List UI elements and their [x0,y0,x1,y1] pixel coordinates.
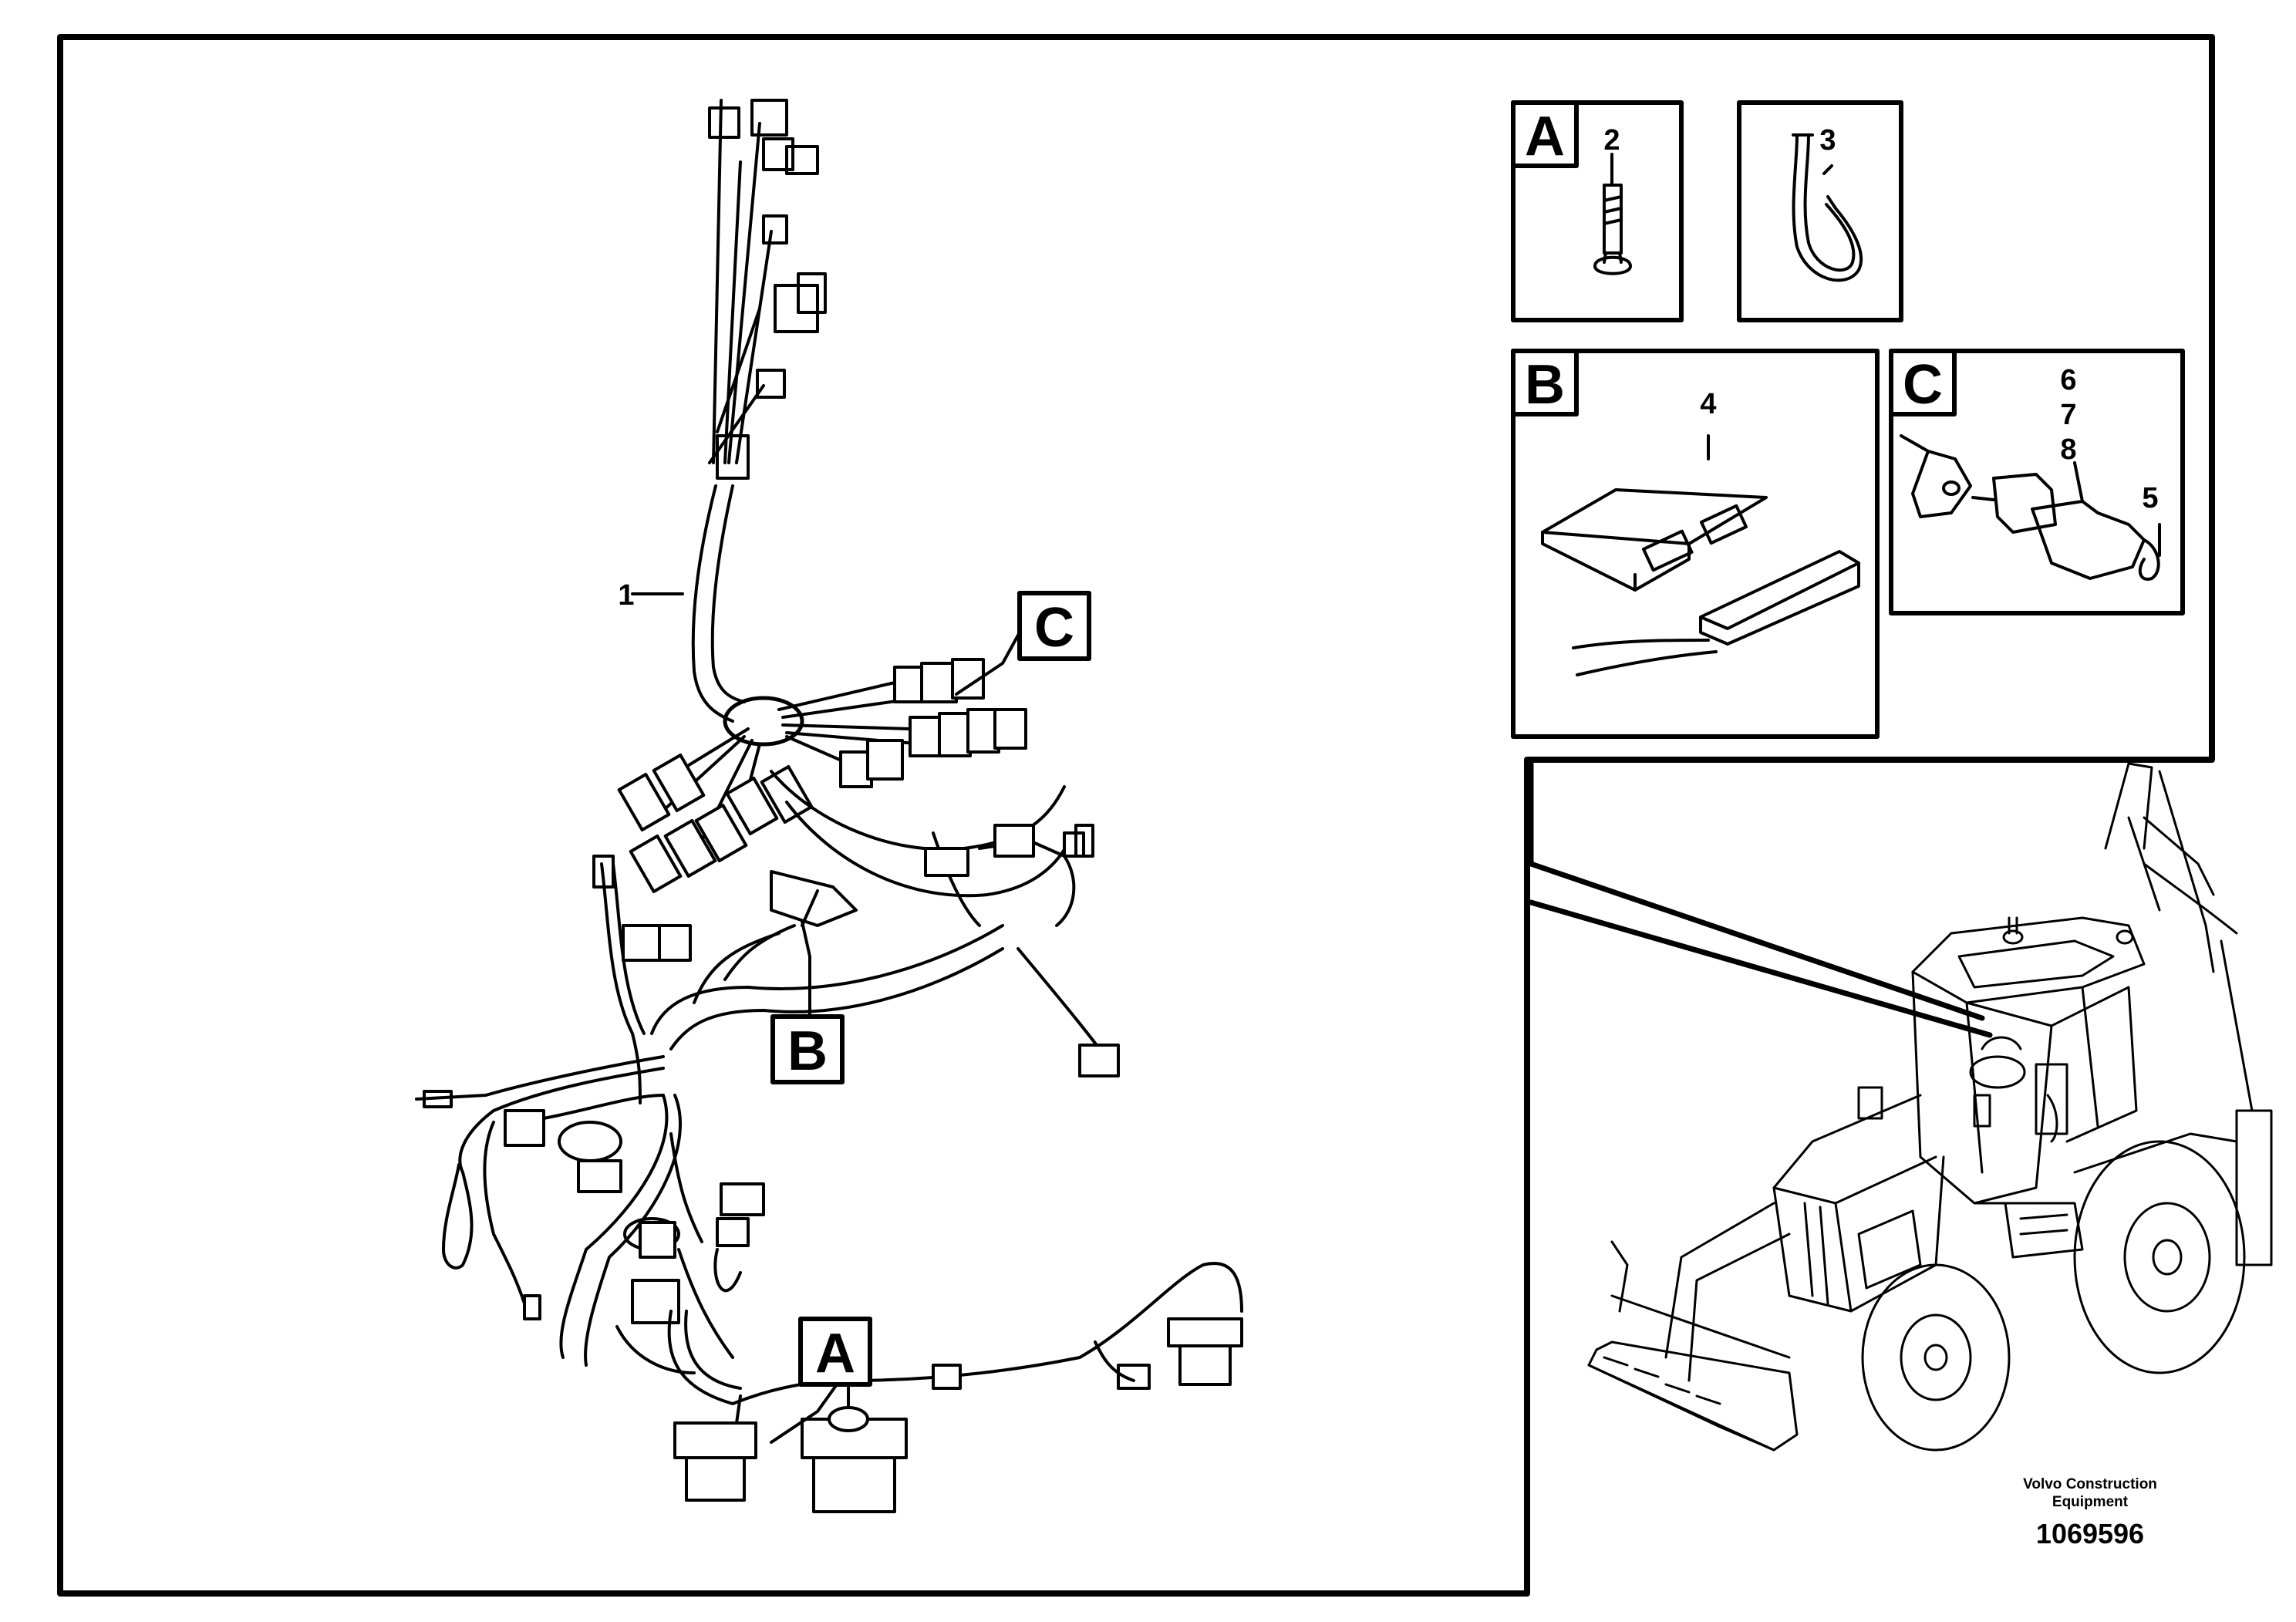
part-number-3: 3 [1819,124,1836,157]
callout-letters: C B A A B C [787,106,1943,1384]
detail-panel-tie [1737,100,1903,322]
detail-panel-b [1511,349,1880,739]
part-number-6: 6 [2060,364,2076,396]
footer-company-line2: Equipment [2052,1494,2129,1510]
callout-box-b-main [770,1014,845,1084]
detail-panel-c [1889,349,2185,615]
part-number-8: 8 [2060,433,2076,466]
part-number-2: 2 [1603,124,1620,157]
backhoe-loader-illustration [1587,762,2273,1452]
main-frame [57,34,2215,1597]
footer-company-line1: Volvo Construction [2023,1476,2157,1492]
wiring-harness [415,99,1243,1513]
footer-drawing-id: 1069596 [2035,1518,2145,1549]
callout-c-detail: C [1903,354,1943,416]
part-numbers: 1 2 3 4 6 7 8 5 [618,124,2158,612]
part-number-7: 7 [2060,399,2076,431]
callout-a-detail: A [1525,106,1565,167]
part-number-4: 4 [1700,388,1716,420]
callout-a-main: A [815,1323,855,1384]
part-number-1: 1 [618,579,634,612]
detail-panel-a [1511,100,1684,322]
callout-box-a-main [798,1317,872,1387]
callout-b-detail: B [1525,354,1565,416]
callout-c-main: C [1034,597,1074,659]
callout-b-main: B [787,1020,828,1082]
part-number-5: 5 [2142,482,2158,514]
callout-box-c-main [1017,591,1091,661]
